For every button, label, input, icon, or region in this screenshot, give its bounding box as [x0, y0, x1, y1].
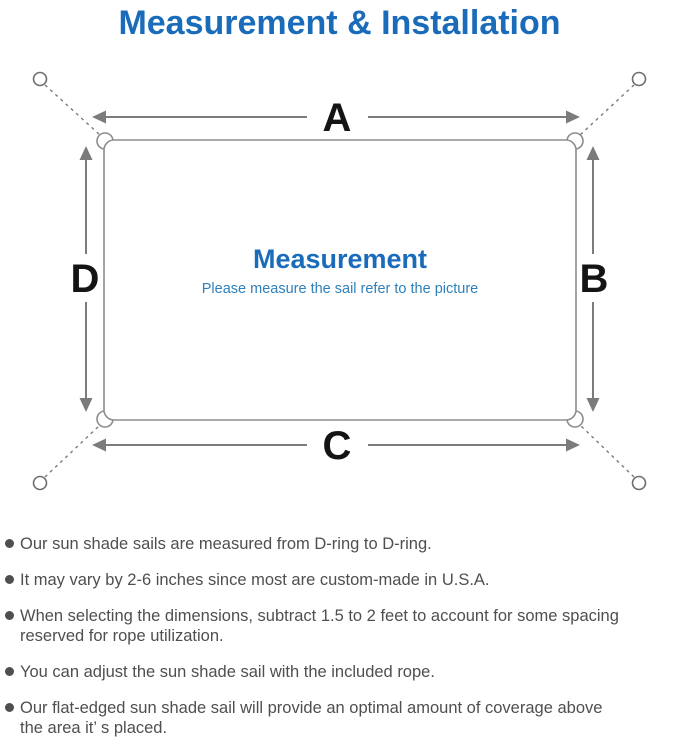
bullet-text: You can adjust the sun shade sail with t…: [20, 663, 435, 681]
arrowhead-right-icon: [566, 438, 580, 452]
dimension-label-d: D: [71, 257, 100, 301]
list-item: You can adjust the sun shade sail with t…: [5, 662, 675, 682]
bullet-dot-icon: [5, 703, 14, 712]
dimension-label-a: A: [323, 96, 352, 140]
notes-list: Our sun shade sails are measured from D-…: [0, 534, 679, 738]
arrow-c: C: [92, 424, 580, 468]
dimension-label-c: C: [323, 424, 352, 468]
arrowhead-left-icon: [92, 438, 106, 452]
rope-dashed-line-bottom-right: [579, 424, 635, 478]
arrowhead-up-icon: [586, 146, 600, 160]
arrowhead-down-icon: [586, 398, 600, 412]
diagram-center-subtitle: Please measure the sail refer to the pic…: [202, 281, 478, 297]
list-item: Our flat-edged sun shade sail will provi…: [5, 698, 675, 738]
list-item: Our sun shade sails are measured from D-…: [5, 534, 675, 554]
arrow-b: B: [580, 146, 609, 412]
anchor-rings: [32, 71, 647, 491]
bullet-text: It may vary by 2-6 inches since most are…: [20, 571, 490, 589]
bullet-dot-icon: [5, 667, 14, 676]
diagram-center-heading: Measurement: [253, 244, 427, 274]
arrowhead-right-icon: [566, 110, 580, 124]
bullet-dot-icon: [5, 575, 14, 584]
anchor-ring-icon-top-left: [32, 71, 48, 87]
arrowhead-left-icon: [92, 110, 106, 124]
bullet-dot-icon: [5, 539, 14, 548]
bullet-text: Our sun shade sails are measured from D-…: [20, 535, 432, 553]
page-title: Measurement & Installation: [118, 4, 561, 42]
rope-dashed-line-top-left: [44, 84, 101, 136]
arrowhead-up-icon: [79, 146, 93, 160]
dimension-label-b: B: [580, 257, 609, 301]
rope-dashed-line-bottom-left: [44, 424, 101, 478]
bullet-text: When selecting the dimensions, subtract …: [20, 607, 619, 645]
list-item: It may vary by 2-6 inches since most are…: [5, 570, 675, 590]
bullet-dot-icon: [5, 611, 14, 620]
arrowhead-down-icon: [79, 398, 93, 412]
anchor-ring-icon-top-right: [631, 71, 647, 87]
anchor-ring-icon-bottom-right: [631, 475, 647, 491]
arrow-d: D: [71, 146, 100, 412]
sail-rectangle: [103, 139, 577, 421]
anchor-ring-icon-bottom-left: [32, 475, 48, 491]
arrow-a: A: [92, 96, 580, 140]
bullet-text: Our flat-edged sun shade sail will provi…: [20, 699, 603, 737]
list-item: When selecting the dimensions, subtract …: [5, 606, 675, 646]
rope-dashed-line-top-right: [579, 84, 635, 136]
measurement-diagram: A C D B Measurement Please meas: [32, 71, 647, 491]
